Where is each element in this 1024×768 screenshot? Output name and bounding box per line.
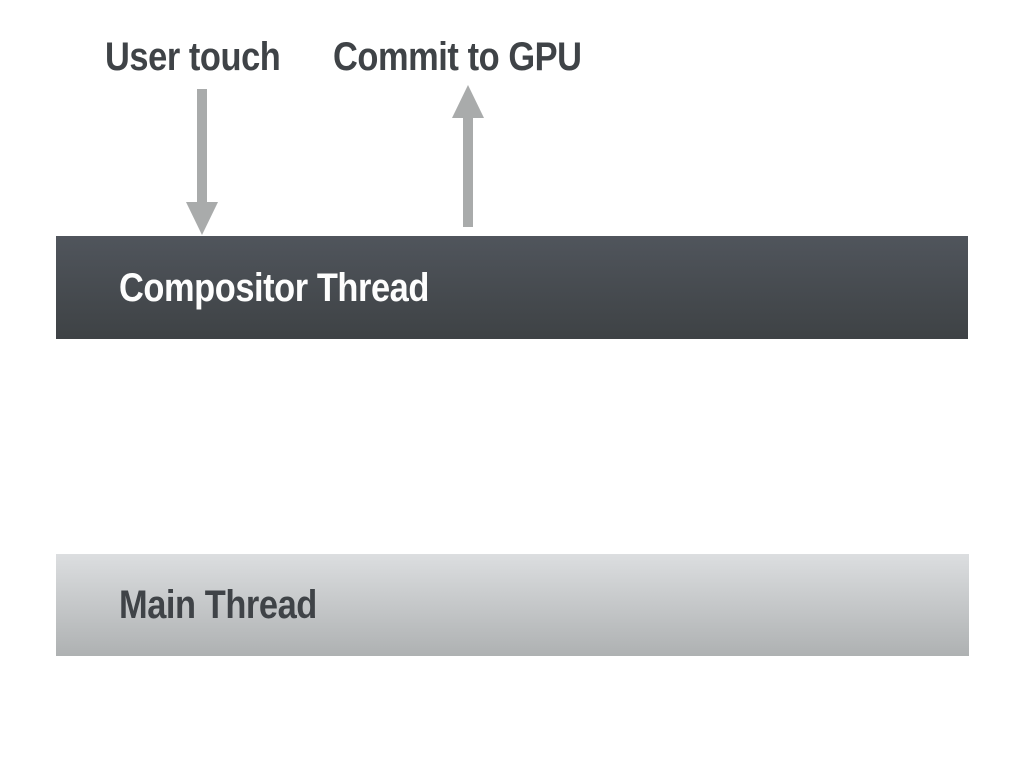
up-arrow-shaft [463,116,473,227]
down-arrow-icon [186,89,218,235]
main-thread-label: Main Thread [119,583,317,627]
down-arrow-head [186,202,218,235]
user-touch-label: User touch [105,35,281,79]
compositor-thread-bar: Compositor Thread [56,236,968,339]
down-arrow-shaft [197,89,207,205]
main-thread-bar: Main Thread [56,554,969,656]
commit-to-gpu-label: Commit to GPU [333,35,582,79]
compositor-thread-label: Compositor Thread [119,265,429,310]
up-arrow-icon [452,85,484,227]
up-arrow-head [452,85,484,118]
